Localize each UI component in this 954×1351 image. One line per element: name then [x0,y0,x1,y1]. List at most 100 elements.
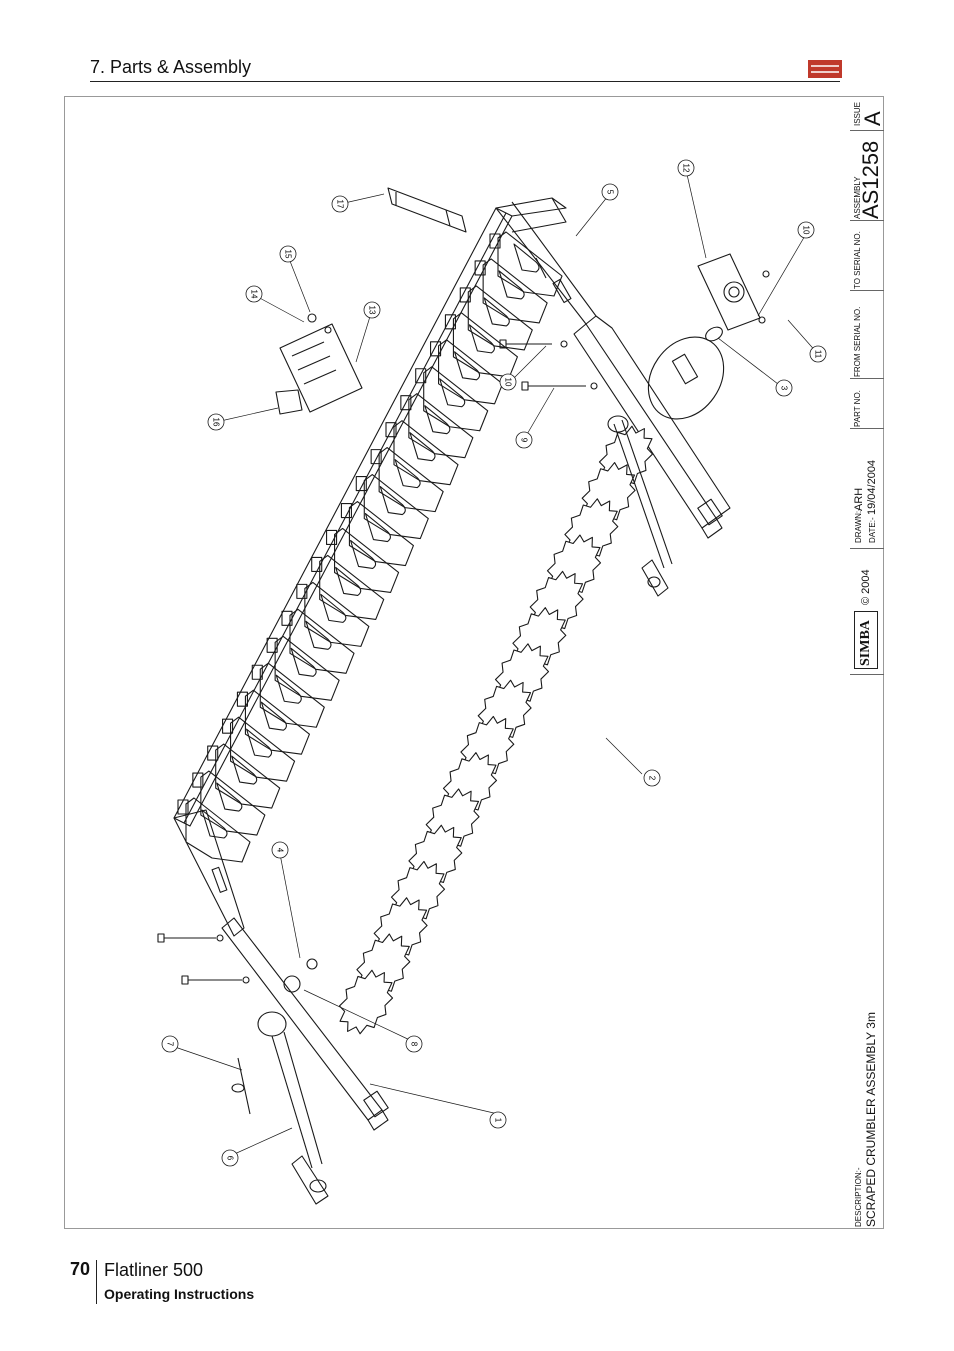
simba-logo-titleblock: SIMBA [854,611,878,669]
drawn-label: DRAWN:- [854,508,863,543]
issue-cell: ISSUE A [850,96,885,130]
to-serial-cell: TO SERIAL NO. [850,220,884,290]
description-label: DESCRIPTION:- [854,1167,863,1227]
crumbler-roller [338,425,654,1035]
frame-arm-bottom [221,917,389,1131]
scraper-end-bracket-top [495,201,597,325]
header-rule [90,81,840,82]
bolts-top [499,339,598,391]
leader-lines [171,169,819,1157]
callout-label: 5 [606,190,615,195]
scraper-blade [281,608,355,674]
callout-label: 16 [212,418,221,427]
scraper-blade [355,474,429,540]
callout-label: 3 [780,386,789,391]
issue-value: A [860,111,885,126]
scraper-blade [236,689,310,755]
brand-cell: © 2004 SIMBA [850,548,884,674]
scraper-bracket-assembly [275,187,467,415]
callout-label: 6 [226,1156,235,1161]
scraper-blade [385,420,459,486]
callout-15: 15 [279,245,297,263]
callout-label: 11 [814,350,823,359]
description-cell: DESCRIPTION:- SCRAPED CRUMBLER ASSEMBLY … [850,674,884,1229]
callout-label: 10 [504,378,513,387]
callout-13: 13 [363,301,381,319]
callout-label: 17 [336,200,345,209]
scraper-blade [326,527,400,594]
scraper-blade [251,662,325,728]
section-title: 7. Parts & Assembly [90,57,252,77]
roller-end-disc-top [647,336,725,420]
date-label: DATE:- [868,517,877,543]
scraper-blade [192,770,266,836]
callout-label: 15 [284,250,293,259]
callout-label: 10 [802,226,811,235]
to-serial-label: TO SERIAL NO. [853,231,862,289]
from-serial-label: FROM SERIAL NO. [853,306,862,377]
callout-label: 14 [250,290,259,299]
scraper-blades [177,231,563,863]
scraper-blade [489,231,563,297]
scraper-blade [415,366,489,432]
callout-label: 9 [520,438,529,443]
drawn-value: ARH [853,487,865,511]
callout-label: 8 [410,1042,419,1047]
callout-label: 1 [494,1118,503,1123]
callout-label: 13 [368,306,377,315]
part-no-label: PART NO. [853,390,862,427]
page-number: 70 [70,1259,91,1279]
callout-1: 1 [489,1111,507,1129]
callout-2: 2 [643,769,661,787]
scraper-blade [266,635,340,701]
scraper-blade [430,339,504,405]
adjuster-rod-top [607,415,673,597]
scraper-blade [177,797,251,863]
callout-14: 14 [245,285,263,303]
product-name: Flatliner 500 [104,1260,204,1280]
callout-label: 12 [682,164,691,173]
title-block: ISSUE A ASSEMBLY AS1258 TO SERIAL NO. FR… [850,96,885,1229]
drawn-date-cell: DRAWN:- ARH DATE:- 19/04/2004 [850,428,884,548]
scraper-blade [207,743,281,809]
callout-4: 4 [271,841,289,859]
callout-16: 16 [207,413,225,431]
callout-label: 2 [648,776,657,781]
callout-9: 9 [515,431,533,449]
drawing-frame [64,96,884,1229]
callout-3: 3 [775,379,793,397]
callout-12: 12 [677,159,695,177]
adjuster-rod-bottom [231,958,329,1205]
scraper-blade [400,393,474,459]
copyright: © 2004 [860,569,872,605]
footer-rule [96,1260,97,1304]
brand-text: SIMBA [858,620,873,666]
callout-17: 17 [331,195,349,213]
part-no-cell: PART NO. [850,378,884,428]
scraper-blade [340,500,414,567]
callout-5: 5 [601,183,619,201]
date-value: 19/04/2004 [866,459,878,515]
callout-6: 6 [221,1149,239,1167]
document-subtitle: Operating Instructions [104,1286,255,1302]
callout-8: 8 [405,1035,423,1053]
scraper-blade [296,581,370,647]
spacer-ring [705,326,723,342]
scraper-blade [474,258,548,324]
callout-11: 11 [809,345,827,363]
bolts-bottom [157,933,250,985]
from-serial-cell: FROM SERIAL NO. [850,290,884,378]
description-value: SCRAPED CRUMBLER ASSEMBLY 3m [864,1012,878,1227]
simba-logo-header [808,60,842,78]
callout-10: 10 [797,221,815,239]
callout-label: 4 [276,848,285,853]
scraper-blade [222,716,296,782]
scraper-blade [370,447,444,513]
bearing-housing-top [697,253,770,331]
assembly-number: AS1258 [858,140,883,219]
scraper-end-bracket-bottom [173,809,245,937]
scraper-blade [311,554,385,620]
callout-10: 10 [499,373,517,391]
